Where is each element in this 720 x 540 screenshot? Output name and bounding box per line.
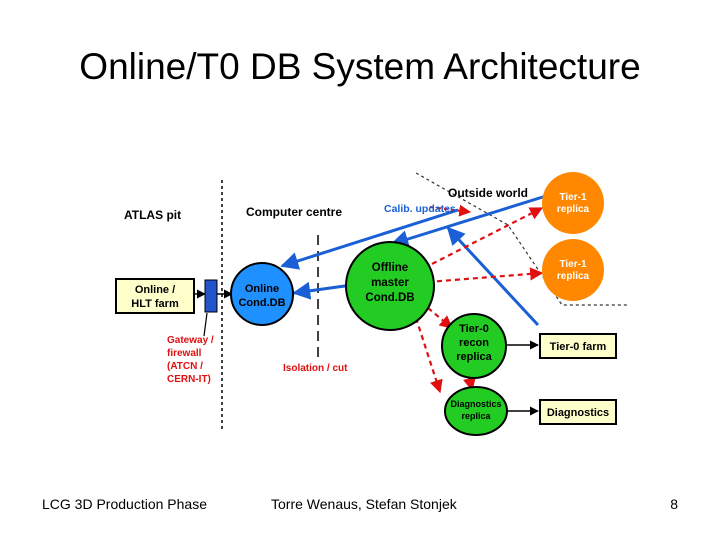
diagnostics-replica-label-2: replica: [461, 411, 491, 421]
tier1-top-label-1: Tier-1: [559, 192, 586, 203]
tier1-mid-label-2: replica: [557, 271, 590, 282]
offline-master-node: [345, 241, 435, 331]
offline-master-label-1: Offline: [372, 262, 408, 274]
outside-to-offline-arrow: [390, 194, 547, 248]
footer-presentation-title: LCG 3D Production Phase: [42, 496, 207, 512]
offline-master-label-3: Cond.DB: [365, 292, 414, 304]
online-hlt-label-2: HLT farm: [131, 298, 179, 310]
calib-updates-arrow: [280, 208, 459, 270]
tier0-farm-label: Tier-0 farm: [550, 341, 607, 353]
online-hlt-box: [115, 278, 195, 314]
computer-centre-label: Computer centre: [246, 205, 342, 219]
footer-page-number: 8: [670, 496, 678, 512]
offline-to-online-arrow: [292, 281, 353, 300]
tier1-mid-label-1: Tier-1: [559, 259, 586, 270]
online-conddb-node: [230, 262, 294, 326]
offline-to-tier0-recon-arrow: [427, 307, 454, 329]
gateway-label-4: CERN-IT): [167, 374, 211, 385]
footer-authors: Torre Wenaus, Stefan Stonjek: [271, 496, 457, 512]
tier0-recon-label-3: replica: [456, 351, 492, 363]
tier1-replica-top-node: [542, 172, 604, 234]
isolation-cut-label: Isolation / cut: [283, 363, 348, 374]
tier0-recon-label-1: Tier-0: [459, 323, 489, 335]
firewall-bar: [204, 279, 218, 313]
tier1-replica-mid-node: [542, 239, 604, 301]
tier0-farm-box: [539, 333, 617, 359]
gateway-label-1: Gateway /: [167, 335, 214, 346]
online-hlt-label-1: Online /: [135, 284, 175, 296]
offline-master-label-2: master: [371, 277, 409, 289]
offline-to-tier1-top-arrow: [423, 207, 544, 269]
outside-world-boundary: [415, 172, 628, 306]
diagnostics-replica-label-1: Diagnostics: [450, 399, 501, 409]
slide-title: Online/T0 DB System Architecture: [79, 46, 641, 87]
gateway-label-2: firewall: [167, 348, 202, 359]
calib-updates-label: Calib. updates: [384, 203, 456, 215]
atlas-pit-label: ATLAS pit: [124, 208, 181, 222]
diagnostics-replica-node: [444, 386, 508, 436]
tier0-recon-node: [441, 313, 507, 379]
diagnostics-label: Diagnostics: [547, 407, 609, 419]
outside-world-label: Outside world: [448, 186, 528, 200]
offline-to-diagnostics-arrow: [414, 317, 443, 394]
diagnostics-box: [539, 399, 617, 425]
gateway-label-3: (ATCN /: [167, 361, 203, 372]
offline-to-tier1-mid-arrow: [427, 267, 544, 284]
gateway-pointer: [203, 312, 208, 337]
tier0-recon-label-2: recon: [459, 337, 489, 349]
tier1-top-label-2: replica: [557, 204, 590, 215]
online-conddb-label-2: Cond.DB: [238, 297, 285, 309]
online-conddb-label-1: Online: [245, 283, 279, 295]
